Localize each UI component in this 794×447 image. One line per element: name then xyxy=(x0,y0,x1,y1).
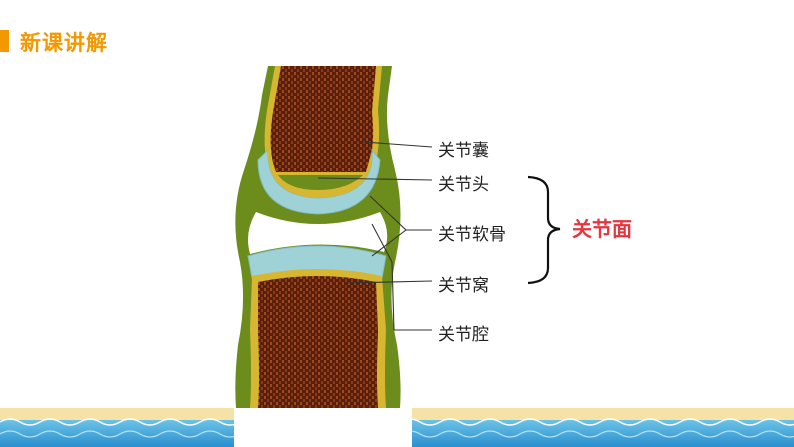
label-joint-head: 关节头 xyxy=(438,170,489,195)
label-joint-cartilage: 关节软骨 xyxy=(438,220,506,245)
label-joint-capsule: 关节囊 xyxy=(438,136,489,161)
upper-bone-shape xyxy=(271,66,376,172)
brace-shape xyxy=(528,177,560,283)
footer-decoration xyxy=(0,408,794,447)
label-joint-cavity: 关节腔 xyxy=(438,320,489,345)
lower-bone-shape xyxy=(258,276,378,408)
label-joint-socket: 关节窝 xyxy=(438,271,489,296)
label-joint-surface: 关节面 xyxy=(572,213,632,242)
